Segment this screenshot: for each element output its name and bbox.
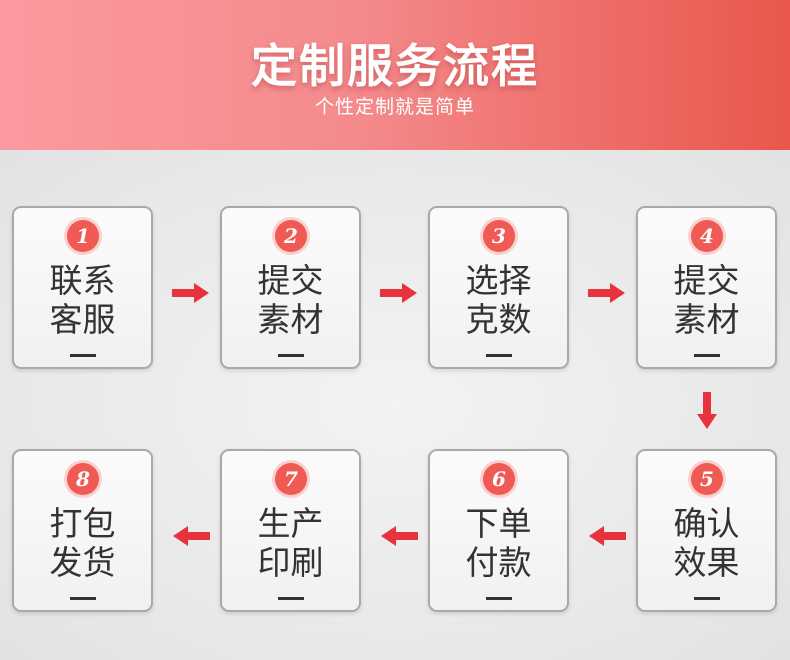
header-banner: 定制服务流程 个性定制就是简单 <box>0 0 790 150</box>
step-number-badge: 2 <box>275 220 307 252</box>
step-number-badge: 5 <box>691 463 723 495</box>
arrow-right-icon <box>380 283 417 303</box>
arrow-right-icon <box>588 283 625 303</box>
arrow-left-icon <box>173 526 210 546</box>
step-dash <box>70 597 96 600</box>
arrow-right-icon <box>172 283 209 303</box>
step-label-line1: 联系 <box>49 261 116 300</box>
step-number-badge: 1 <box>67 220 99 252</box>
step-card-1: 1 联系 客服 <box>12 206 153 369</box>
step-dash <box>70 354 96 357</box>
step-label-line1: 提交 <box>673 261 740 300</box>
step-number-badge: 3 <box>483 220 515 252</box>
step-label-line1: 确认 <box>673 504 740 543</box>
step-card-6: 6 下单 付款 <box>428 449 569 612</box>
step-card-3: 3 选择 克数 <box>428 206 569 369</box>
step-dash <box>694 354 720 357</box>
step-label-line2: 素材 <box>257 300 324 339</box>
step-label-line1: 选择 <box>465 261 532 300</box>
step-number-badge: 4 <box>691 220 723 252</box>
step-label-line2: 发货 <box>49 543 116 582</box>
step-label-line1: 打包 <box>49 504 116 543</box>
step-label-line2: 素材 <box>673 300 740 339</box>
step-dash <box>278 354 304 357</box>
step-label-line1: 提交 <box>257 261 324 300</box>
step-dash <box>486 354 512 357</box>
step-dash <box>486 597 512 600</box>
step-number-badge: 6 <box>483 463 515 495</box>
arrow-left-icon <box>589 526 626 546</box>
step-dash <box>694 597 720 600</box>
step-label-line2: 克数 <box>465 300 532 339</box>
step-label-line2: 印刷 <box>257 543 324 582</box>
step-card-8: 8 打包 发货 <box>12 449 153 612</box>
step-label-line2: 效果 <box>673 543 740 582</box>
step-card-5: 5 确认 效果 <box>636 449 777 612</box>
step-dash <box>278 597 304 600</box>
arrow-down-icon <box>697 392 717 429</box>
step-card-4: 4 提交 素材 <box>636 206 777 369</box>
step-label-line2: 客服 <box>49 300 116 339</box>
arrow-left-icon <box>381 526 418 546</box>
step-label-line1: 下单 <box>465 504 532 543</box>
step-label-line1: 生产 <box>257 504 324 543</box>
step-card-2: 2 提交 素材 <box>220 206 361 369</box>
step-card-7: 7 生产 印刷 <box>220 449 361 612</box>
step-number-badge: 7 <box>275 463 307 495</box>
page-subtitle: 个性定制就是简单 <box>314 96 475 118</box>
page-title: 定制服务流程 <box>251 39 539 93</box>
step-number-badge: 8 <box>67 463 99 495</box>
step-label-line2: 付款 <box>465 543 532 582</box>
